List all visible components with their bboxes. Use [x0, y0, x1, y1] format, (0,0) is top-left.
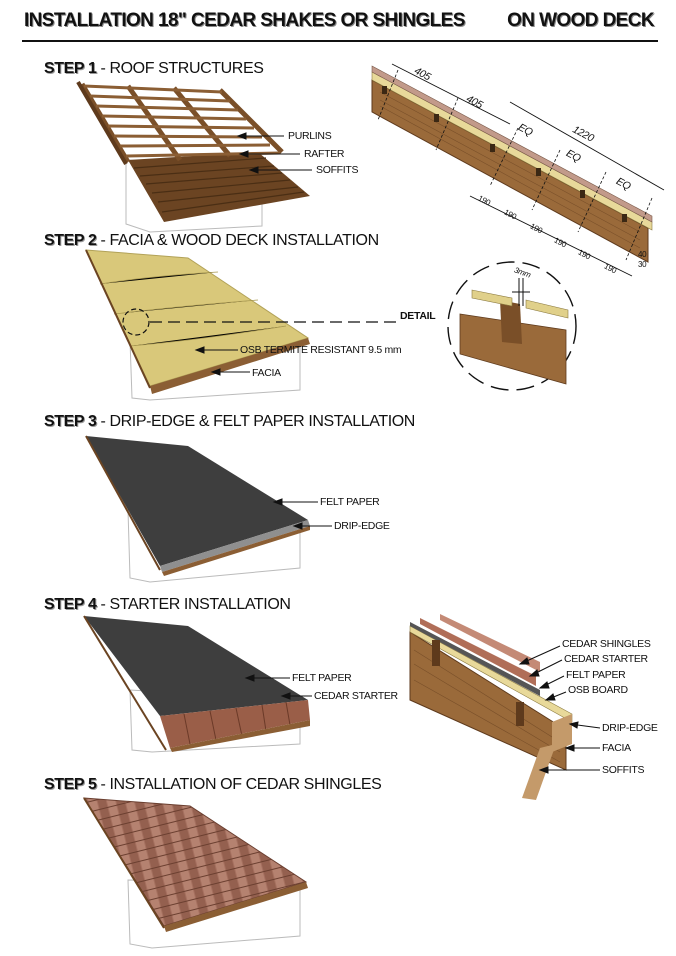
section-label-felt-paper: FELT PAPER [566, 669, 626, 681]
step-3-text: DRIP-EDGE & FELT PAPER INSTALLATION [109, 413, 415, 430]
step-3-edge [85, 435, 161, 571]
label-felt-step4: FELT PAPER [292, 672, 352, 684]
section-label-cedar-starter: CEDAR STARTER [564, 653, 648, 665]
step-4-title: STEP 4 - STARTER INSTALLATION [44, 596, 291, 613]
step-3-title: STEP 3 - DRIP-EDGE & FELT PAPER INSTALLA… [44, 413, 415, 430]
step-3-felt-paper [86, 436, 308, 566]
step-2-number: STEP 2 [44, 232, 97, 249]
label-soffits: SOFFITS [316, 164, 359, 176]
step-1-fascia-edge [76, 80, 128, 166]
label-felt-step3: FELT PAPER [320, 496, 380, 508]
section-label-drip-edge: DRIP-EDGE [602, 722, 658, 734]
step-2-detail-view [447, 261, 577, 391]
step-5-title: STEP 5 - INSTALLATION OF CEDAR SHINGLES [44, 776, 382, 793]
step-3-number: STEP 3 [44, 413, 97, 430]
step-2-title: STEP 2 - FACIA & WOOD DECK INSTALLATION [44, 232, 379, 249]
label-drip-step3: DRIP-EDGE [334, 520, 390, 532]
step-3-leaders [272, 498, 332, 530]
step-1-leaders [236, 132, 312, 174]
step-1-number: STEP 1 [44, 60, 97, 77]
step-4-felt-paper [84, 616, 308, 716]
step-5-edge [83, 797, 165, 929]
step-4-starter-joints [183, 701, 291, 745]
page-subtitle: ON WOOD DECK [507, 10, 655, 31]
step-4-leaders [244, 674, 312, 700]
dim-30: 30 [638, 260, 647, 269]
header-rule [22, 40, 658, 42]
step-4-text: STARTER INSTALLATION [109, 596, 291, 613]
section-label-osb-board: OSB BOARD [568, 684, 628, 696]
label-rafter: RAFTER [304, 148, 345, 160]
step-3-drip-edge [160, 520, 310, 572]
step-4-facia [170, 720, 310, 752]
step-1-text: ROOF STRUCTURES [109, 60, 264, 77]
section-label-cedar-shingles: CEDAR SHINGLES [562, 638, 651, 650]
step-4-number: STEP 4 [44, 596, 97, 613]
label-purlins: PURLINS [288, 130, 332, 142]
step-1-title: STEP 1 - ROOF STRUCTURES [44, 60, 264, 77]
step-2-leaders [194, 346, 250, 376]
step-1-purlins [83, 84, 281, 158]
section-label-soffits: SOFFITS [602, 764, 645, 776]
step-4-section-leaders [518, 645, 601, 774]
label-detail: DETAIL [400, 310, 436, 322]
page-title: INSTALLATION 18" CEDAR SHAKES OR SHINGLE… [24, 10, 465, 31]
step-1-soffit-lines [133, 157, 305, 213]
label-osb-termite: OSB TERMITE RESISTANT 9.5 mm [240, 344, 402, 356]
section-label-facia: FACIA [602, 742, 631, 754]
label-facia-step2: FACIA [252, 367, 281, 379]
step-2-osb-joints [99, 271, 287, 347]
dim-40: 40 [638, 250, 647, 259]
step-1-section-detail [371, 63, 665, 277]
step-4-edge [83, 615, 167, 751]
step-2-facia [150, 338, 310, 394]
step-4-section-detail [409, 614, 573, 800]
label-starter-step4: CEDAR STARTER [314, 690, 398, 702]
step-5-number: STEP 5 [44, 776, 97, 793]
step-5-facia [164, 882, 308, 932]
step-2-text: FACIA & WOOD DECK INSTALLATION [109, 232, 379, 249]
step-2-detail-circle [122, 308, 150, 336]
step-5-text: INSTALLATION OF CEDAR SHINGLES [109, 776, 382, 793]
step-4-cedar-starter [160, 700, 310, 748]
step-2-edge [85, 249, 151, 389]
step-3-facia [162, 526, 310, 576]
